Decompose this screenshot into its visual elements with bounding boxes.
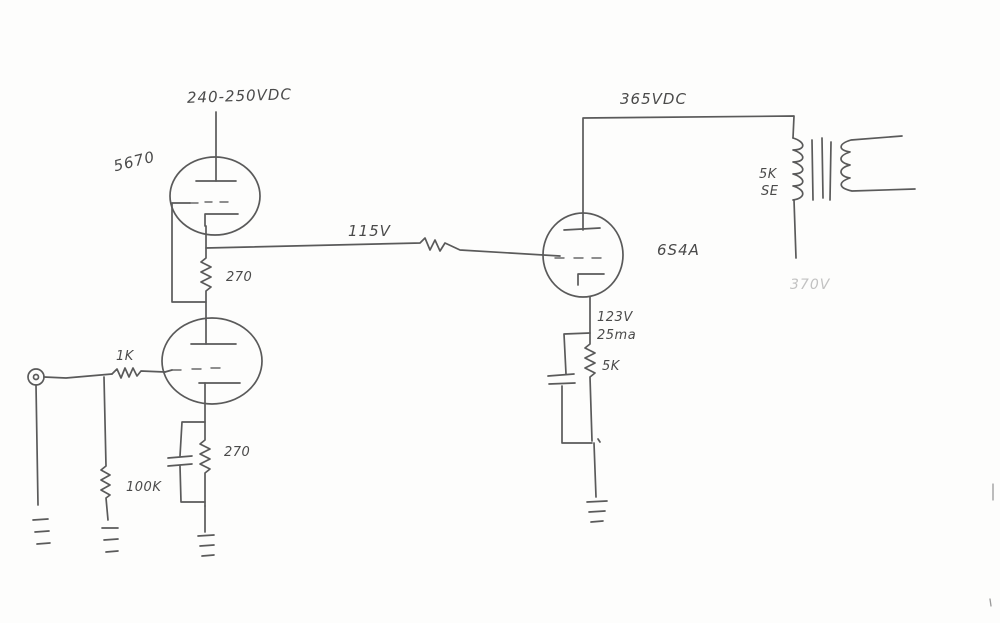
grid-leak-resistor: [100, 376, 111, 521]
label-cathode-current: 25ma: [597, 328, 636, 343]
ground-symbol-output: [586, 442, 608, 523]
label-coupling-voltage: 115V: [348, 222, 392, 240]
interstage-wire: [205, 237, 561, 257]
resistor-270-plate: [200, 225, 212, 321]
cathode-network-lower: [167, 382, 211, 507]
grid-stopper-resistor: [111, 367, 166, 379]
cathode-network-output: [547, 296, 601, 444]
ground-symbol-cathode-lower: [197, 505, 215, 557]
label-resistor-1k: 1K: [116, 349, 135, 364]
label-transformer-impedance: 5K: [759, 167, 778, 182]
label-resistor-100k: 100K: [126, 480, 162, 495]
label-resistor-270-cathode: 270: [224, 445, 250, 460]
ground-symbol-grid: [101, 527, 119, 553]
input-jack: [27, 368, 113, 506]
tube-5670-lower: [161, 317, 263, 405]
label-resistor-5k: 5K: [602, 359, 621, 374]
ground-symbol-input: [32, 518, 51, 545]
margin-mark: [989, 483, 994, 607]
label-faint-note: 370V: [790, 277, 831, 293]
label-supply-5670: 240-250VDC: [187, 85, 293, 107]
label-supply-output: 365VDC: [620, 90, 687, 108]
label-tube-5670: 5670: [112, 148, 157, 176]
label-cathode-voltage: 123V: [597, 310, 633, 325]
tube-5670-upper: [169, 111, 261, 303]
label-transformer-type: SE: [761, 184, 779, 199]
output-transformer: [792, 135, 916, 259]
label-resistor-270-plate: 270: [226, 270, 252, 285]
label-tube-6s4a: 6S4A: [657, 241, 700, 259]
tube-6s4a: [542, 115, 795, 298]
